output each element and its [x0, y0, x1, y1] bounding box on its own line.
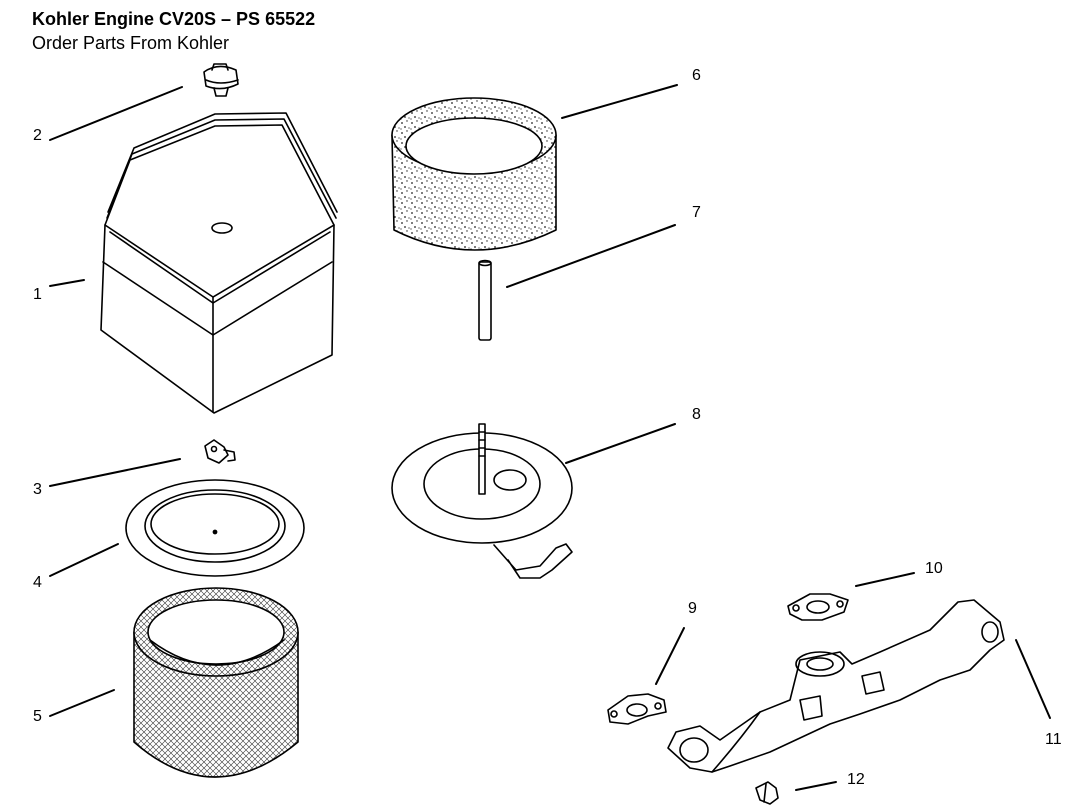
part-4-cover-plate: [125, 479, 305, 577]
leader-line-1: [49, 279, 85, 287]
callout-9: 9: [688, 600, 697, 617]
leader-line-10: [855, 572, 915, 587]
part-12-screw: [755, 781, 779, 805]
callout-12: 12: [847, 771, 865, 788]
part-6-foam-precleaner: [391, 97, 557, 251]
part-10-gasket: [787, 593, 849, 621]
diagram-subtitle: Order Parts From Kohler: [32, 33, 230, 53]
callout-6: 6: [692, 67, 701, 84]
leader-line-4: [49, 543, 119, 577]
part-5-filter-element: [133, 587, 299, 778]
leader-line-2: [49, 86, 183, 141]
part-9-gasket: [607, 693, 667, 725]
diagram-title: Kohler Engine CV20S – PS 65522: [32, 9, 316, 29]
leader-line-8: [565, 423, 676, 464]
callout-7: 7: [692, 204, 701, 221]
leader-line-7: [506, 224, 676, 288]
leader-line-12: [795, 781, 837, 791]
leader-line-6: [561, 84, 678, 119]
callout-5: 5: [33, 708, 42, 725]
leader-line-3: [49, 458, 181, 487]
callout-8: 8: [692, 406, 701, 423]
leader-line-9: [655, 627, 685, 685]
part-8-base-plate: [391, 423, 573, 579]
callout-10: 10: [925, 560, 943, 577]
part-2-cover-knob: [203, 63, 239, 97]
callout-3: 3: [33, 481, 42, 498]
leader-line-11: [1015, 639, 1051, 719]
callout-1: 1: [33, 286, 42, 303]
callout-4: 4: [33, 574, 42, 591]
part-3-wing-nut: [204, 439, 236, 464]
callout-2: 2: [33, 127, 42, 144]
leader-line-5: [49, 689, 115, 717]
part-7-stud: [478, 259, 492, 341]
callout-11: 11: [1045, 731, 1062, 748]
part-1-air-cleaner-cover: [100, 112, 338, 414]
part-11-intake-manifold: [667, 599, 1005, 773]
